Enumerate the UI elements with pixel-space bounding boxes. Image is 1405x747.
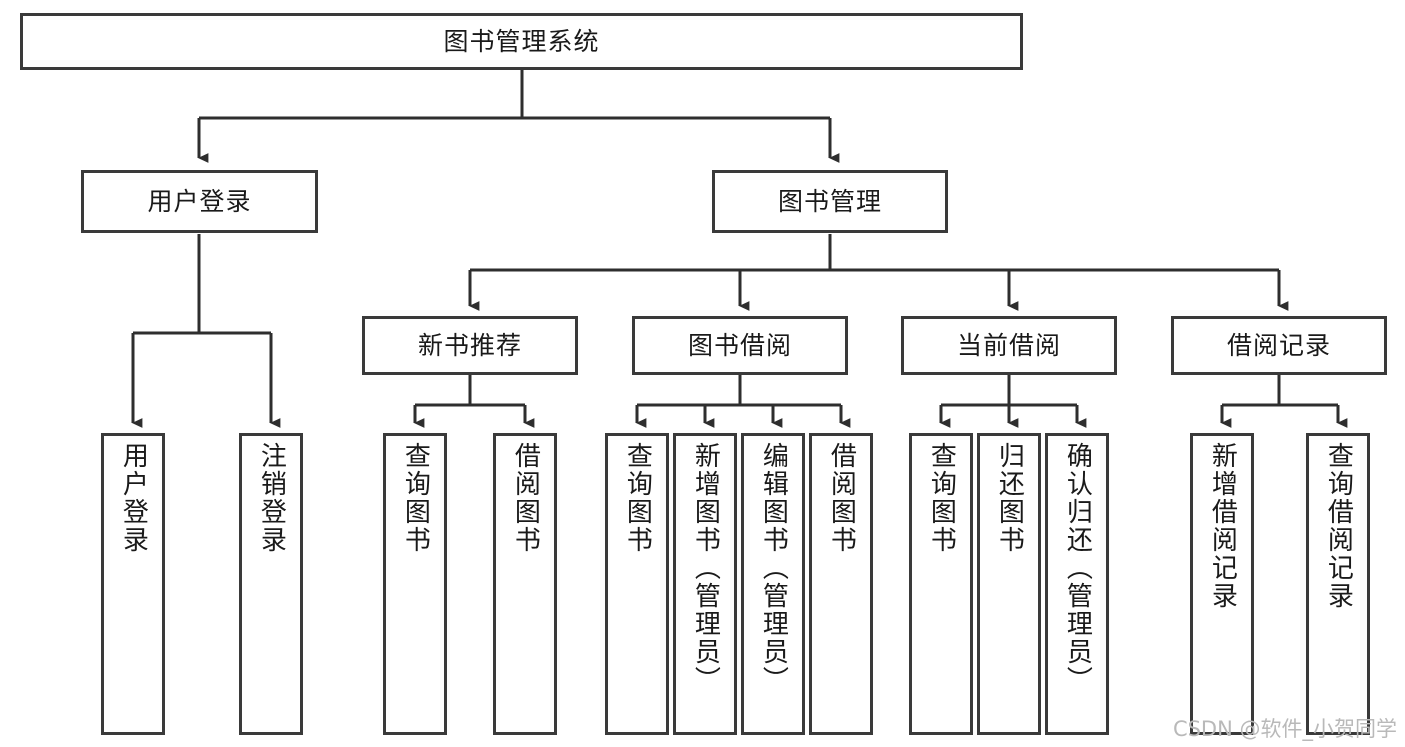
node-book-borrow[interactable]: 图书借阅 bbox=[632, 316, 848, 375]
node-leaf-add-record-label: 新增借阅记录 bbox=[1207, 442, 1238, 610]
node-root-label: 图书管理系统 bbox=[443, 27, 600, 56]
node-new-book-recommend-label: 新书推荐 bbox=[417, 331, 522, 360]
node-leaf-edit-book[interactable]: 编辑图书（管理员） bbox=[741, 433, 805, 735]
node-leaf-borrow-book-2[interactable]: 借阅图书 bbox=[809, 433, 873, 735]
node-root[interactable]: 图书管理系统 bbox=[20, 13, 1023, 70]
node-leaf-borrow-book-2-label: 借阅图书 bbox=[826, 442, 857, 554]
node-leaf-borrow-book-1[interactable]: 借阅图书 bbox=[493, 433, 557, 735]
node-leaf-borrow-book-1-label: 借阅图书 bbox=[510, 442, 541, 554]
node-leaf-confirm-return[interactable]: 确认归还（管理员） bbox=[1045, 433, 1109, 735]
node-leaf-query-book-2[interactable]: 查询图书 bbox=[605, 433, 669, 735]
node-user-login[interactable]: 用户登录 bbox=[81, 170, 318, 233]
node-leaf-query-record[interactable]: 查询借阅记录 bbox=[1306, 433, 1370, 735]
node-new-book-recommend[interactable]: 新书推荐 bbox=[362, 316, 578, 375]
node-borrow-record-label: 借阅记录 bbox=[1226, 331, 1331, 360]
node-current-borrow-label: 当前借阅 bbox=[956, 331, 1061, 360]
node-leaf-query-record-label: 查询借阅记录 bbox=[1323, 442, 1354, 610]
node-leaf-query-book-3-label: 查询图书 bbox=[926, 442, 957, 554]
node-borrow-record[interactable]: 借阅记录 bbox=[1171, 316, 1387, 375]
node-leaf-user-login-label: 用户登录 bbox=[118, 442, 149, 554]
node-user-login-label: 用户登录 bbox=[147, 187, 252, 216]
node-book-management-label: 图书管理 bbox=[777, 187, 882, 216]
node-book-borrow-label: 图书借阅 bbox=[687, 331, 792, 360]
node-leaf-add-book[interactable]: 新增图书（管理员） bbox=[673, 433, 737, 735]
watermark: CSDN @软件_小贺同学 bbox=[1172, 717, 1397, 741]
node-leaf-return-book[interactable]: 归还图书 bbox=[977, 433, 1041, 735]
node-leaf-edit-book-label: 编辑图书（管理员） bbox=[758, 442, 789, 694]
node-leaf-query-book-2-label: 查询图书 bbox=[622, 442, 653, 554]
node-leaf-user-logout[interactable]: 注销登录 bbox=[239, 433, 303, 735]
node-leaf-query-book-3[interactable]: 查询图书 bbox=[909, 433, 973, 735]
node-leaf-return-book-label: 归还图书 bbox=[994, 442, 1025, 554]
node-leaf-user-login[interactable]: 用户登录 bbox=[101, 433, 165, 735]
node-book-management[interactable]: 图书管理 bbox=[712, 170, 948, 233]
node-leaf-add-record[interactable]: 新增借阅记录 bbox=[1190, 433, 1254, 735]
node-leaf-user-logout-label: 注销登录 bbox=[256, 442, 287, 554]
node-leaf-query-book-1-label: 查询图书 bbox=[400, 442, 431, 554]
node-leaf-add-book-label: 新增图书（管理员） bbox=[690, 442, 721, 694]
node-leaf-query-book-1[interactable]: 查询图书 bbox=[383, 433, 447, 735]
node-leaf-confirm-return-label: 确认归还（管理员） bbox=[1062, 442, 1093, 694]
node-current-borrow[interactable]: 当前借阅 bbox=[901, 316, 1117, 375]
